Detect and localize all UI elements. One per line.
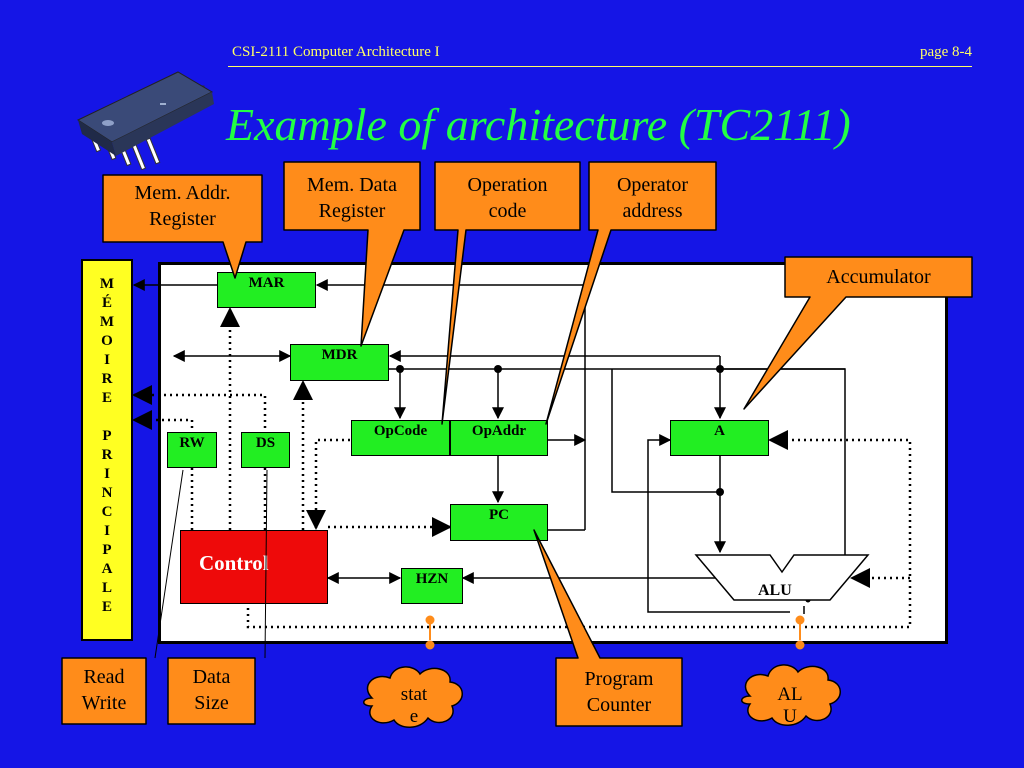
alu-cloud-label: AL U — [777, 684, 803, 727]
accumulator-callout — [743, 256, 973, 410]
mem-addr-register-callout — [102, 174, 263, 279]
data-size-box — [167, 657, 256, 725]
operator-address-callout — [545, 161, 717, 425]
pc-register: PC — [450, 504, 548, 541]
operator-address-label: Operator address — [616, 174, 689, 222]
mem-addr-register-label: Mem. Addr. Register — [134, 182, 231, 230]
mar-register: MAR — [217, 272, 316, 308]
operation-code-callout — [434, 161, 581, 425]
alu-shape — [694, 554, 870, 601]
state-cloud — [363, 666, 463, 728]
accumulator-register: A — [670, 420, 769, 456]
hzn-register: HZN — [401, 568, 463, 604]
control-unit: Control — [180, 530, 328, 604]
data-size-label: Data Size — [192, 666, 231, 714]
course-title: CSI-2111 Computer Architecture I — [232, 44, 440, 60]
state-cloud-label: stat e — [400, 684, 428, 727]
chip-icon — [76, 71, 214, 170]
operation-code-label: Operation code — [467, 174, 548, 222]
opaddr-register: OpAddr — [450, 420, 548, 456]
ds-register: DS — [241, 432, 290, 468]
read-write-label: Read Write — [81, 666, 127, 714]
mem-data-register-label: Mem. Data Register — [307, 174, 397, 222]
main-memory: M É M O I R E P R I N C I P A L E — [81, 259, 133, 641]
mdr-register: MDR — [290, 344, 389, 381]
accumulator-label: Accumulator — [826, 266, 931, 288]
program-counter-label: Program Counter — [584, 668, 654, 716]
alu-label: ALU — [758, 582, 792, 599]
opcode-register: OpCode — [351, 420, 450, 456]
header-divider — [228, 66, 972, 67]
mem-data-register-callout — [283, 161, 421, 347]
main-memory-label: M É M O I R E P R I N C I P A L E — [99, 276, 115, 615]
rw-register: RW — [167, 432, 217, 468]
alu-cloud — [741, 664, 841, 726]
read-write-box — [61, 657, 147, 725]
control-label: Control — [199, 551, 269, 575]
slide-title: Example of architecture (TC2111) — [226, 99, 851, 150]
page-number: page 8-4 — [919, 44, 972, 60]
program-counter-callout — [533, 529, 683, 727]
